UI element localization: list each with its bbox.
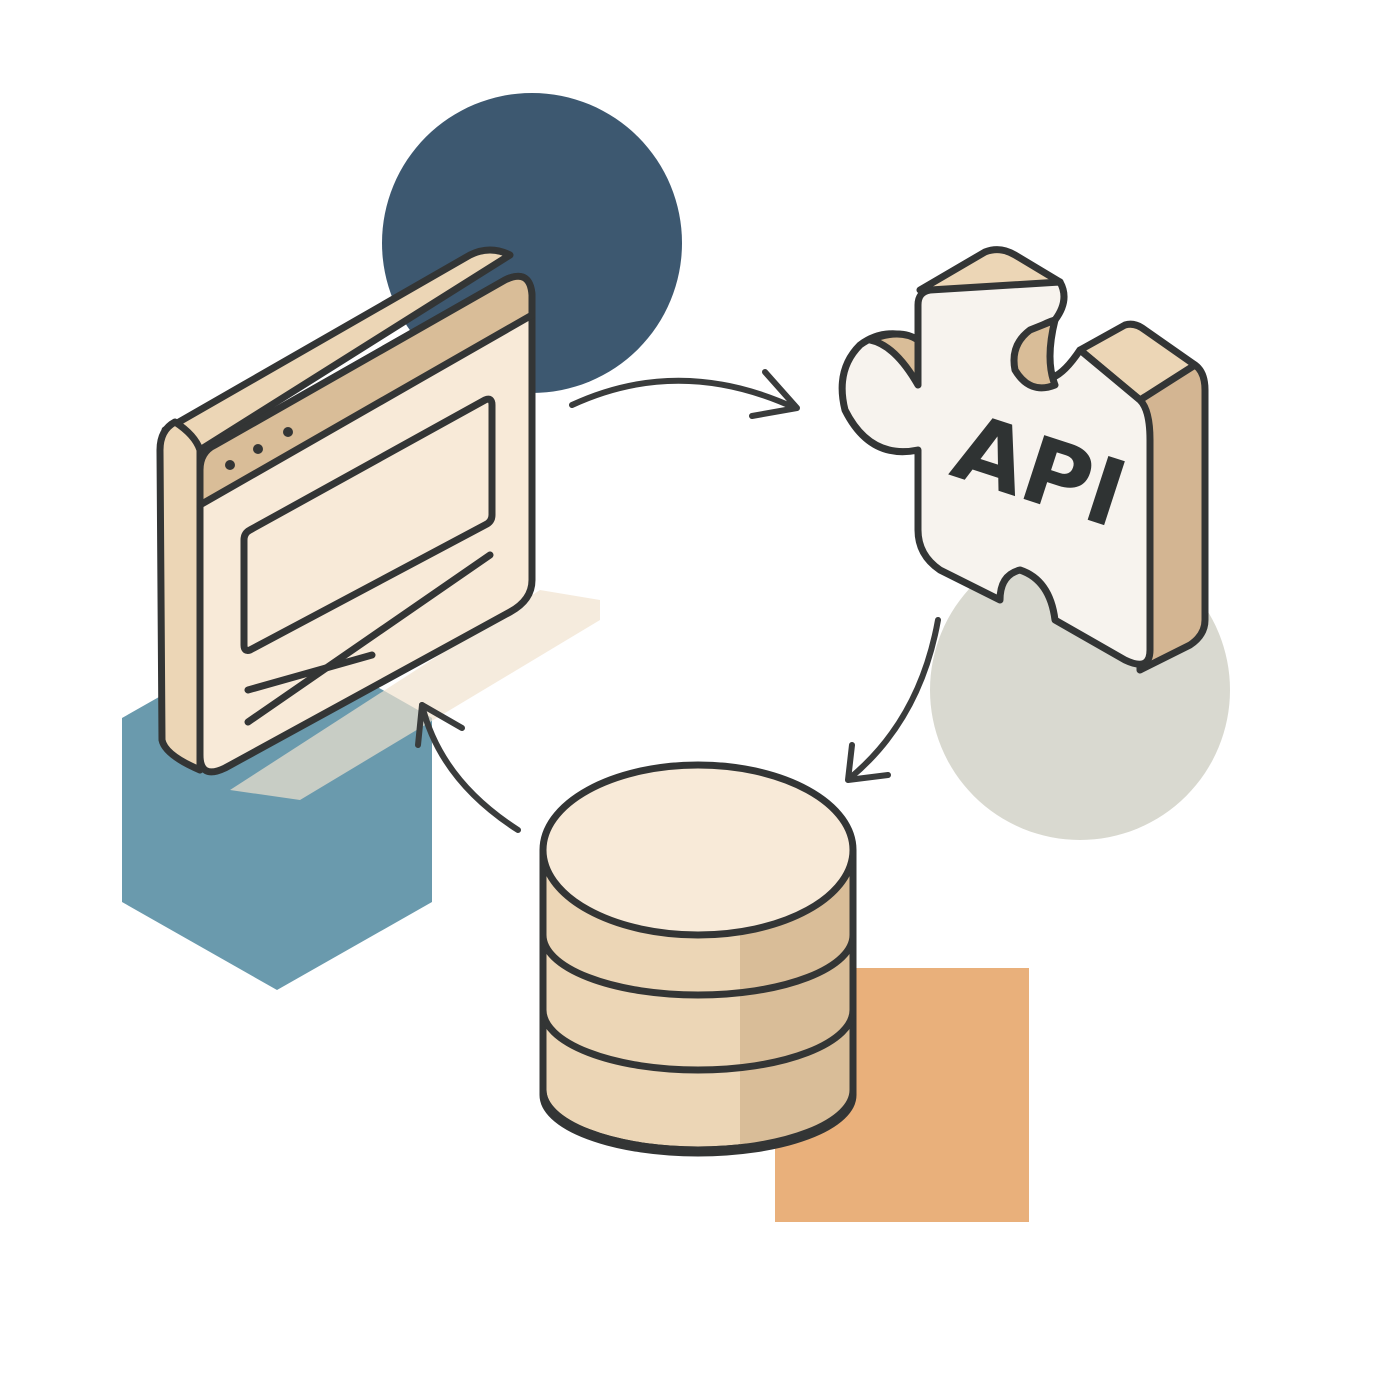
arrow-web-to-api [569, 369, 800, 419]
database-icon [539, 761, 857, 1157]
arrow-api-to-database [845, 617, 941, 783]
puzzle-piece-icon: API [838, 246, 1209, 674]
browser-window-icon [156, 246, 536, 776]
arrow-database-to-web [415, 702, 521, 833]
browser-shadow [230, 590, 600, 800]
